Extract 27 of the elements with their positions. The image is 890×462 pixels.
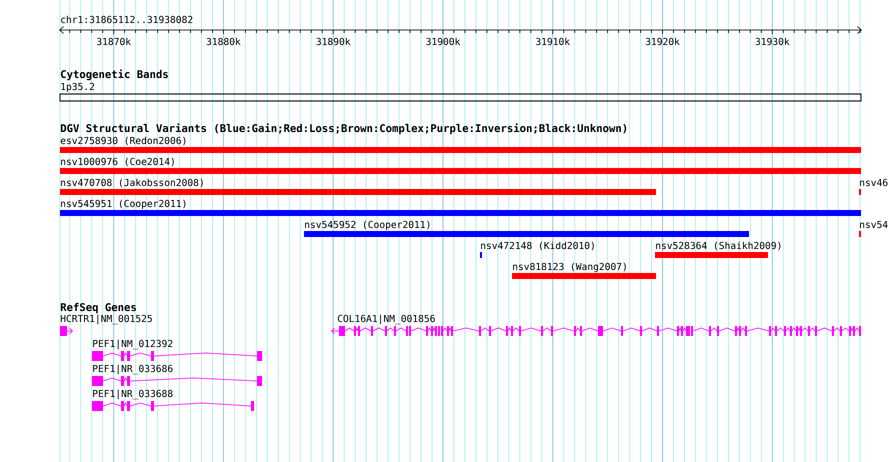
- feature-label: PEF1|NR_033688: [93, 390, 172, 400]
- feature-label: nsv472148 (Kidd2010): [481, 242, 594, 250]
- tick-label: 31910k: [536, 38, 570, 46]
- feature-label: nsv46: [860, 178, 888, 186]
- feature-label: nsv470708 (Jakobsson2008): [61, 178, 203, 188]
- track-title: DGV Structural Variants (Blue:Gain;Red:Loss;Brown:Complex;Purple:Inversion;Black:Unknown): [60, 123, 626, 134]
- coordinate-range: chr1:31865112..31938082: [61, 16, 192, 24]
- feature-label: HCRTR1|NM_001525: [60, 314, 152, 324]
- tick-label: 31930k: [756, 38, 790, 46]
- tick-label: 31880k: [206, 38, 241, 46]
- feature-label: nsv818123 (Wang2007): [513, 262, 626, 272]
- tick-label: 31920k: [646, 38, 680, 46]
- track-title: Cytogenetic Bands: [61, 69, 168, 80]
- feature-label: nsv545951 (Cooper2011): [61, 200, 186, 209]
- tick-label: 31870k: [97, 38, 131, 46]
- feature-label: esv2758930 (Redon2006): [60, 136, 186, 146]
- band-label: 1p35.2: [61, 82, 94, 92]
- feature-label: PEF1|NR_033686: [93, 364, 172, 374]
- feature-label: nsv54: [860, 221, 888, 228]
- feature-label: nsv528364 (Shaikh2009): [656, 242, 780, 250]
- tick-label: 31890k: [316, 38, 350, 46]
- feature-label: PEF1|NM_012392: [93, 340, 172, 350]
- tick-label: 31900k: [426, 38, 460, 46]
- feature-label: nsv1000976 (Coe2014): [61, 158, 174, 166]
- feature-label: COL16A1|NM_001856: [338, 314, 435, 324]
- track-title: RefSeq Genes: [60, 302, 136, 314]
- feature-label: nsv545952 (Cooper2011): [305, 220, 430, 230]
